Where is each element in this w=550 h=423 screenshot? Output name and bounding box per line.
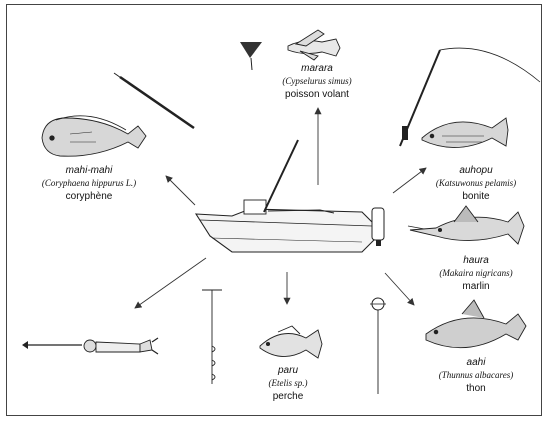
scientific-name: (Etelis sp.) (246, 377, 330, 390)
tahitian-name: haura (416, 254, 536, 267)
tahitian-name: aahi (416, 356, 536, 369)
dolphinfish-icon (42, 116, 146, 156)
caption-mahi: mahi-mahi (Coryphaena hippurus L.) coryp… (14, 164, 164, 203)
spearfisher-icon (84, 338, 158, 354)
tahitian-name: marara (254, 62, 380, 75)
marlin-icon (410, 206, 524, 244)
arrow-diver (135, 258, 206, 308)
scientific-name: (Katsuwonus pelamis) (416, 177, 536, 190)
flying-fish-icon (288, 30, 340, 60)
yellowfin-tuna-icon (426, 300, 526, 348)
french-name: bonite (416, 190, 536, 203)
tahitian-name: paru (246, 364, 330, 377)
motor-boat-icon (196, 140, 384, 252)
arrow-mahi (166, 176, 195, 205)
trolling-pole-icon (114, 73, 194, 128)
scientific-name: (Coryphaena hippurus L.) (14, 177, 164, 190)
skipjack-tuna-icon (422, 118, 508, 148)
tahitian-name: auhopu (416, 164, 536, 177)
caption-aahi: aahi (Thunnus albacares) thon (416, 356, 536, 395)
caption-auhopu: auhopu (Katsuwonus pelamis) bonite (416, 164, 536, 203)
caption-paru: paru (Etelis sp.) perche (246, 364, 330, 403)
french-name: perche (246, 390, 330, 403)
float-line-icon (370, 298, 386, 394)
french-name: coryphène (14, 190, 164, 203)
speargun-icon (22, 341, 82, 349)
caption-haura: haura (Makaira nigricans) marlin (416, 254, 536, 293)
caption-marara: marara (Cypselurus simus) poisson volant (254, 62, 380, 101)
tahitian-name: mahi-mahi (14, 164, 164, 177)
french-name: marlin (416, 280, 536, 293)
french-name: poisson volant (254, 88, 380, 101)
snapper-icon (260, 326, 322, 358)
deep-line-icon (202, 290, 222, 384)
scientific-name: (Thunnus albacares) (416, 369, 536, 382)
french-name: thon (416, 382, 536, 395)
scientific-name: (Makaira nigricans) (416, 267, 536, 280)
arrow-aahi (385, 273, 414, 305)
scientific-name: (Cypselurus simus) (254, 75, 380, 88)
